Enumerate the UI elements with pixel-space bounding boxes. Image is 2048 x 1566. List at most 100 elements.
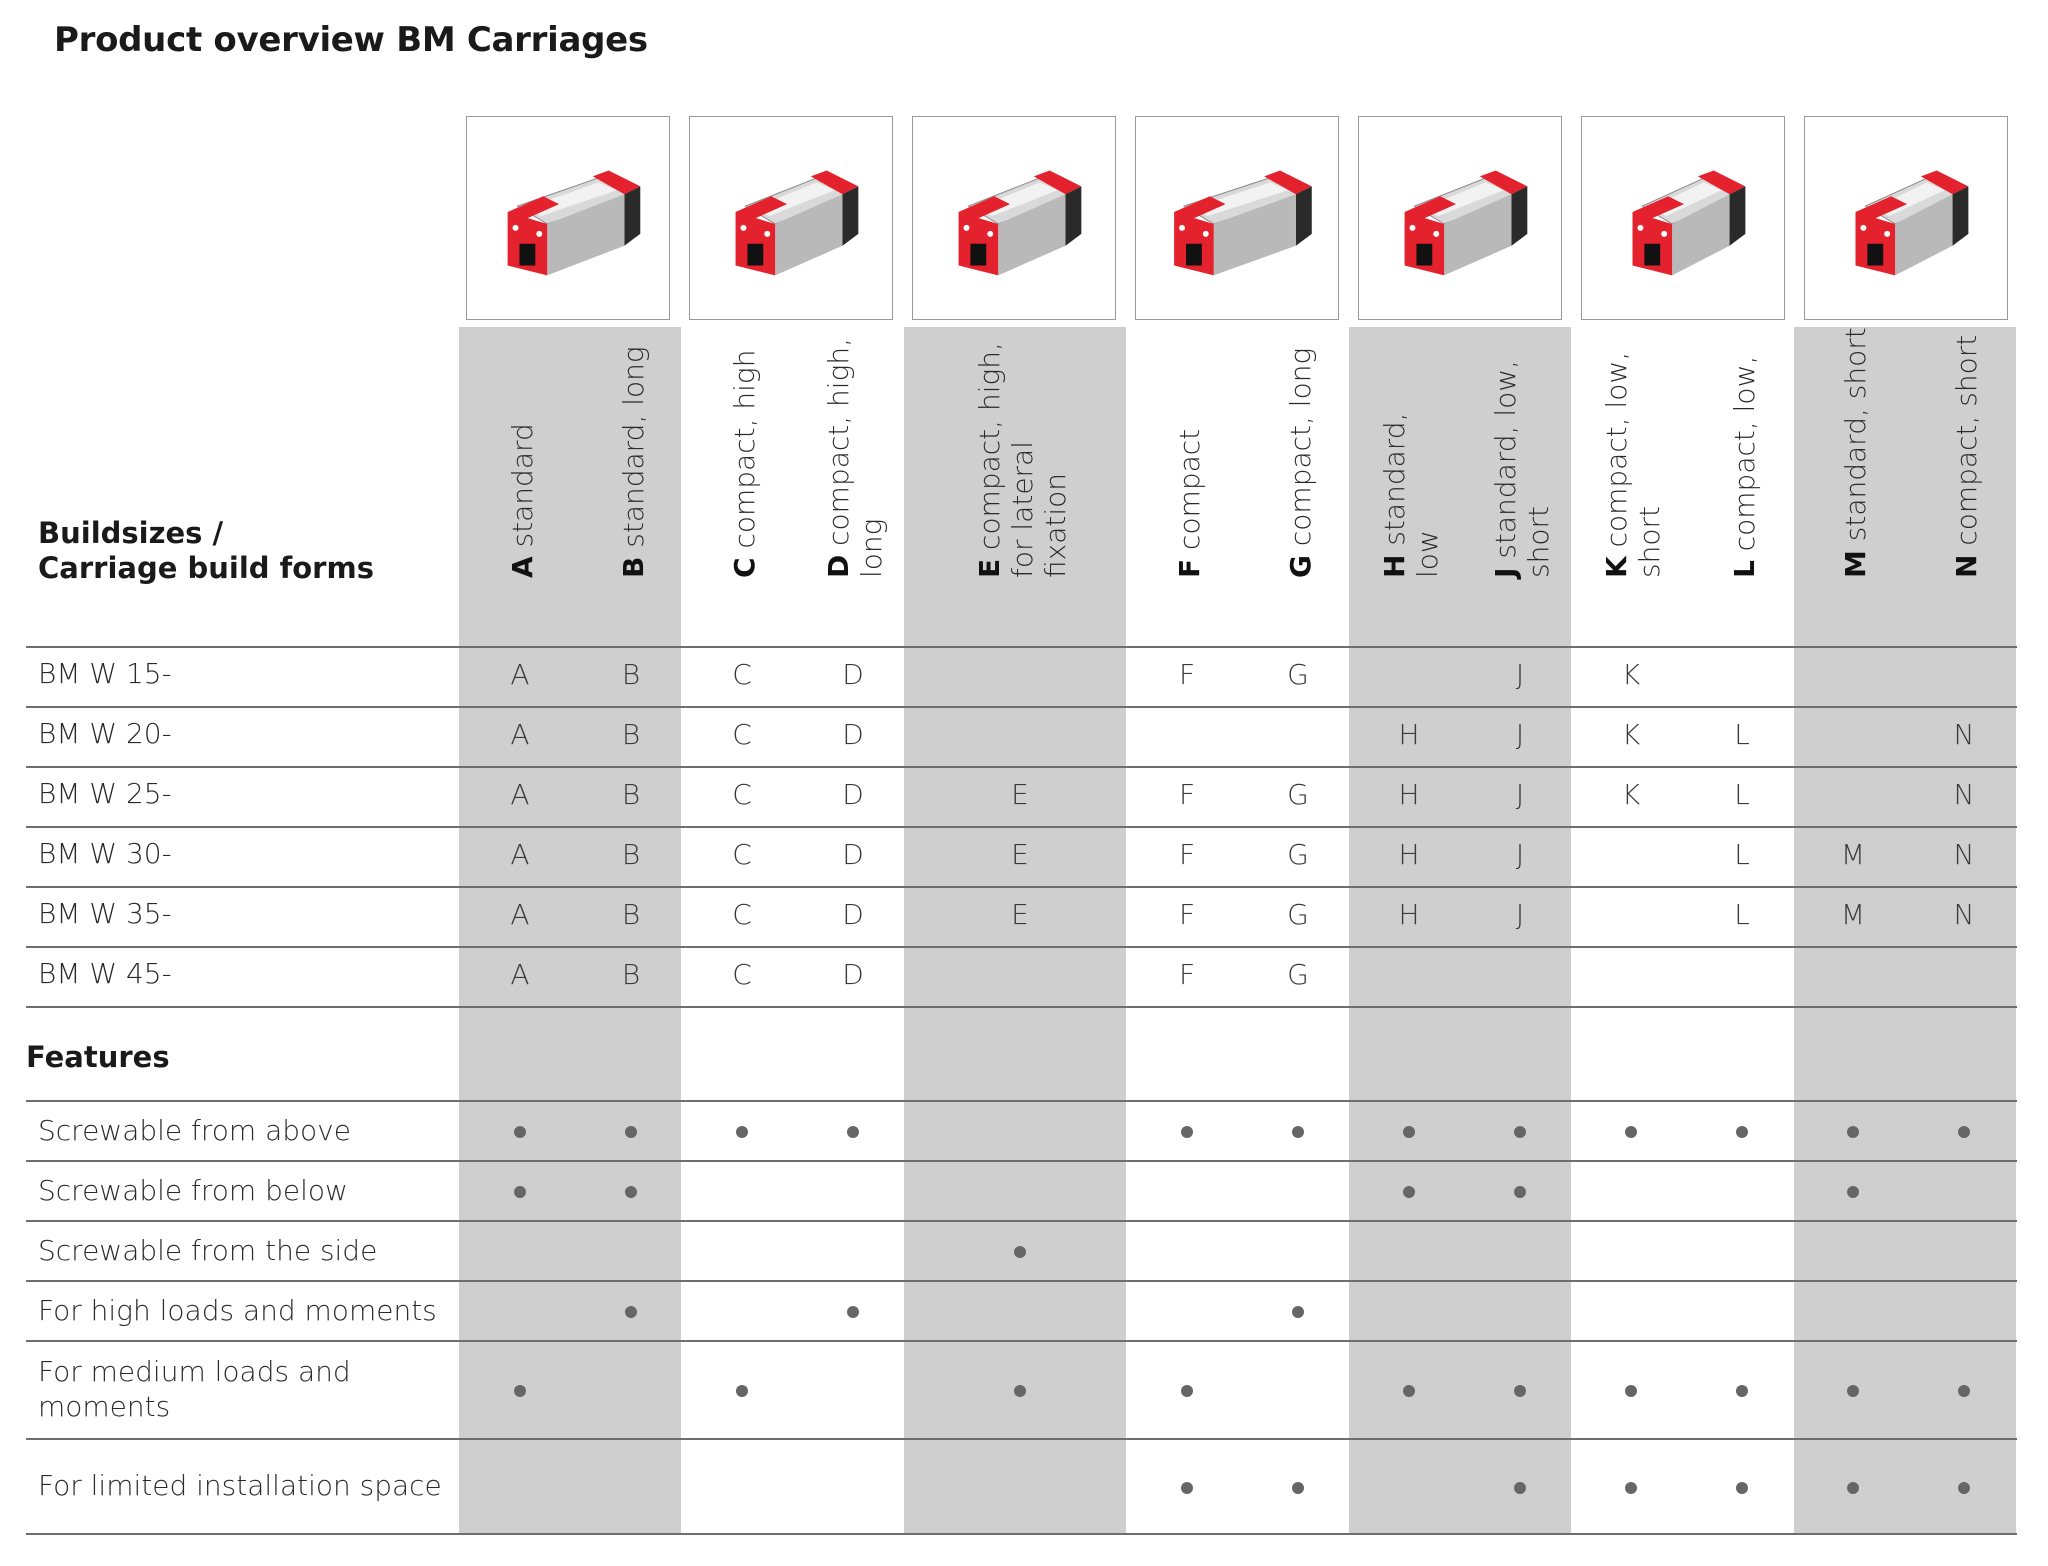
form-cell: C (732, 898, 752, 931)
feature-dot (1736, 1126, 1748, 1138)
form-cell: N (1953, 778, 1975, 811)
form-cell: B (621, 898, 641, 931)
feature-dot (1847, 1126, 1859, 1138)
form-cell: F (1178, 898, 1196, 931)
feature-dot (1403, 1385, 1415, 1397)
feature-dot (1847, 1481, 1859, 1494)
row-separator (26, 886, 2017, 888)
band-e (904, 327, 1126, 1534)
carriage-image (689, 116, 893, 320)
row-separator (26, 946, 2017, 948)
carriage-image (1581, 116, 1785, 320)
form-cell: F (1178, 778, 1196, 811)
row-separator (26, 1100, 2017, 1102)
form-cell: C (732, 718, 752, 751)
buildsize-label: BM W 45- (38, 957, 172, 990)
form-cell: G (1287, 658, 1309, 691)
form-cell: L (1734, 838, 1750, 871)
band-mn (1794, 327, 2016, 1534)
form-cell: B (621, 658, 641, 691)
row-separator (26, 1438, 2017, 1440)
feature-dot (514, 1186, 526, 1198)
form-cell: F (1178, 658, 1196, 691)
carriage-image (1358, 116, 1562, 320)
row-separator (26, 1533, 2017, 1535)
form-cell: L (1734, 718, 1750, 751)
buildsize-label: BM W 20- (38, 717, 172, 750)
band-ab (459, 327, 681, 1534)
feature-dot (736, 1126, 748, 1138)
carriage-image (1804, 116, 2008, 320)
feature-dot (514, 1126, 526, 1138)
form-cell: B (621, 718, 641, 751)
feature-dot (1403, 1126, 1415, 1138)
form-cell: D (842, 898, 864, 931)
band-hj (1349, 327, 1571, 1534)
feature-label: Screwable from the side (38, 1233, 378, 1267)
feature-dot (1625, 1385, 1637, 1397)
form-cell: J (1515, 658, 1525, 691)
form-cell: J (1515, 838, 1525, 871)
feature-dot (1292, 1306, 1304, 1318)
feature-dot (1014, 1246, 1026, 1258)
row-separator (26, 1340, 2017, 1342)
feature-label: For limited installation space (38, 1469, 442, 1502)
form-cell: N (1953, 718, 1975, 751)
carriage-image (466, 116, 670, 320)
feature-dot (1736, 1481, 1748, 1494)
form-cell: L (1734, 898, 1750, 931)
feature-dot (847, 1126, 859, 1138)
form-cell: J (1515, 718, 1525, 751)
row-separator (26, 766, 2017, 768)
form-cell: D (842, 718, 864, 751)
form-cell: A (510, 658, 530, 691)
feature-label: Screwable from below (38, 1173, 348, 1207)
feature-dot (625, 1126, 637, 1138)
form-cell: G (1287, 958, 1309, 991)
form-cell: D (842, 778, 864, 811)
feature-label: Screwable from above (38, 1113, 351, 1147)
buildsize-label: BM W 15- (38, 657, 172, 690)
form-cell: A (510, 958, 530, 991)
row-separator (26, 646, 2017, 648)
features-label: Features (26, 1040, 170, 1074)
form-cell: L (1734, 778, 1750, 811)
feature-dot (625, 1306, 637, 1318)
page-title: Product overview BM Carriages (54, 20, 648, 60)
form-cell: A (510, 898, 530, 931)
form-cell: C (732, 658, 752, 691)
feature-dot (1958, 1385, 1970, 1397)
form-cell: K (1621, 658, 1641, 691)
feature-dot (736, 1385, 748, 1397)
row-separator (26, 1160, 2017, 1162)
feature-dot (1736, 1385, 1748, 1397)
feature-dot (1403, 1186, 1415, 1198)
feature-label: For high loads and moments (38, 1293, 437, 1327)
form-cell: N (1953, 898, 1975, 931)
feature-dot (1847, 1186, 1859, 1198)
form-cell: N (1953, 838, 1975, 871)
feature-dot (1292, 1481, 1304, 1494)
form-cell: M (1840, 898, 1866, 931)
form-cell: D (842, 658, 864, 691)
feature-dot (1181, 1481, 1193, 1494)
form-cell: H (1398, 778, 1420, 811)
form-cell: G (1287, 778, 1309, 811)
feature-dot (1625, 1126, 1637, 1138)
buildsizes-label: Buildsizes / Carriage build forms (38, 516, 374, 585)
form-cell: H (1398, 838, 1420, 871)
feature-dot (625, 1186, 637, 1198)
row-separator (26, 1220, 2017, 1222)
buildsize-label: BM W 25- (38, 777, 172, 810)
form-cell: A (510, 778, 530, 811)
form-cell: K (1621, 718, 1641, 751)
buildsize-label: BM W 35- (38, 897, 172, 930)
feature-dot (847, 1306, 859, 1318)
form-cell: C (732, 838, 752, 871)
form-cell: B (621, 958, 641, 991)
form-cell: D (842, 838, 864, 871)
form-cell: K (1621, 778, 1641, 811)
feature-dot (1181, 1126, 1193, 1138)
